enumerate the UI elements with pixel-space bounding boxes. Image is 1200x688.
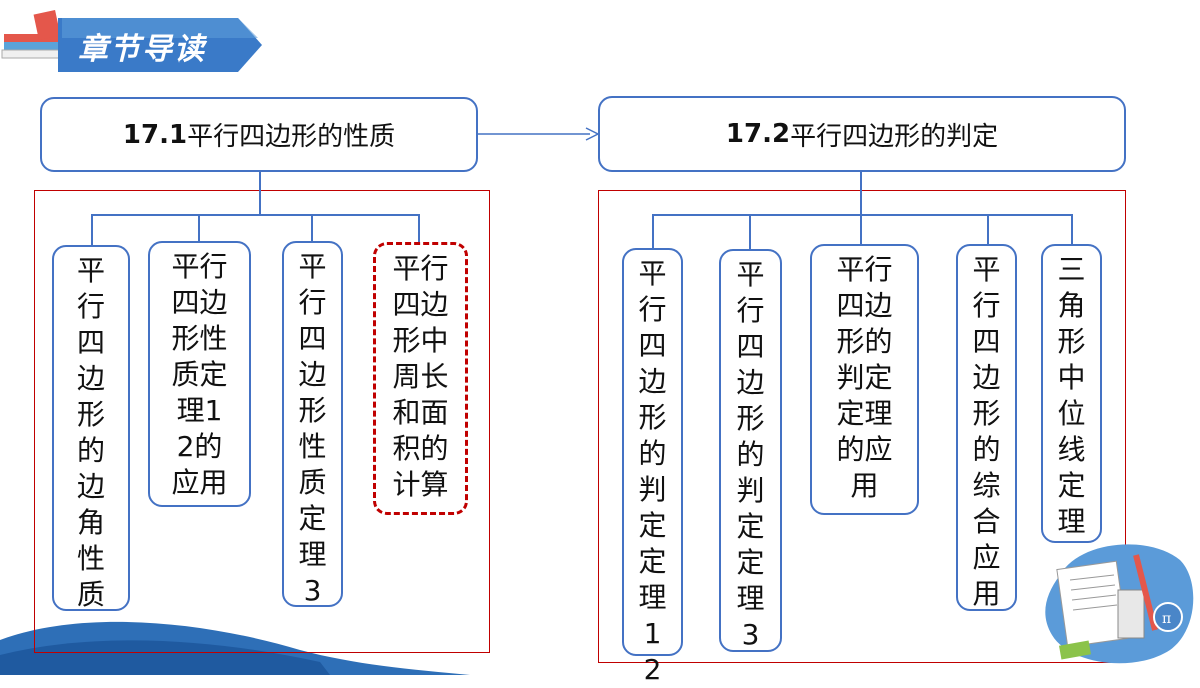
connector — [418, 214, 420, 244]
books-icon — [1, 9, 61, 59]
arrow-right-icon — [478, 127, 600, 141]
math-illustration-icon: π — [1045, 544, 1194, 664]
topic-card: 三角形中位线定理 — [1041, 244, 1102, 543]
svg-text:π: π — [1162, 611, 1171, 627]
connector — [91, 214, 93, 247]
section-1-frame — [34, 190, 490, 653]
topic-card: 平行四边形性质定理12的应用 — [148, 241, 251, 507]
section-name: 平行四边形的判定 — [790, 121, 999, 152]
connector — [91, 214, 420, 216]
section-name: 平行四边形的性质 — [187, 122, 396, 152]
topic-card: 平行四边形的判定定理的应用 — [810, 244, 919, 515]
connector — [652, 214, 654, 249]
topic-card: 平行四边形的综合应用 — [956, 244, 1017, 611]
connector — [860, 214, 862, 245]
chapter-banner — [1, 9, 262, 72]
decorative-wave — [0, 621, 470, 675]
connector — [311, 214, 313, 243]
connector — [198, 214, 200, 243]
connector — [259, 172, 261, 215]
topic-card: 平行四边形的判定定理12 — [622, 248, 683, 686]
chapter-title: 章节导读 — [78, 32, 206, 67]
connector — [749, 214, 751, 250]
topic-card: 平行四边形的判定定理3 — [719, 249, 782, 652]
connector — [1071, 214, 1073, 245]
topic-card: 平行四边形性质定理3 — [282, 241, 343, 607]
connector — [987, 214, 989, 245]
section-number: 17.1 — [122, 119, 188, 150]
topic-card-highlighted: 平行四边形中周长和面积的计算 — [373, 242, 468, 515]
topic-card: 平行四边形的边角性质 — [52, 245, 130, 611]
connector — [860, 172, 862, 215]
section-number: 17.2 — [725, 119, 791, 149]
connector — [652, 214, 1073, 216]
section-2-frame — [598, 190, 1126, 663]
